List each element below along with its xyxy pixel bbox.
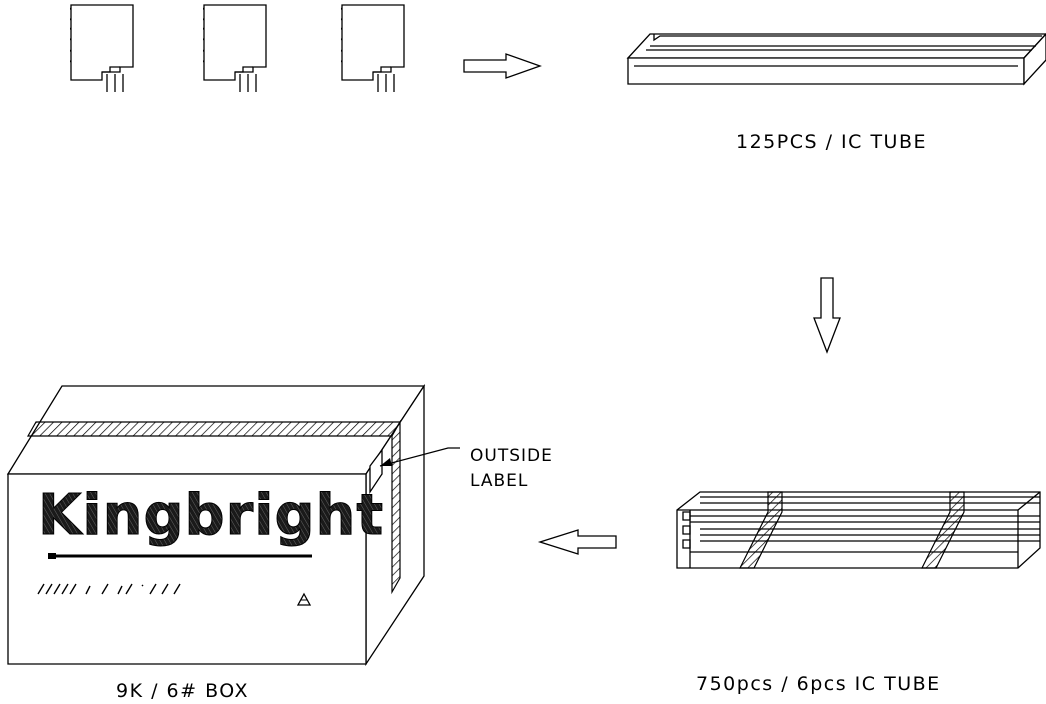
right-arrow-icon [463,53,542,79]
callout-line-2: LABEL [470,471,528,491]
led-component [70,4,134,93]
recycle-icon [296,592,312,606]
outside-label-callout [379,447,460,467]
led-component [341,4,405,93]
shipping-box [6,383,426,667]
ic-tube [626,33,1046,86]
brand-logo: Kingbright [38,483,384,548]
bundle-quantity-label: 750pcs / 6pcs IC TUBE [696,673,941,695]
led-component [203,4,267,93]
box-quantity-label: 9K / 6# BOX [116,680,249,702]
tube-bundle [676,491,1041,569]
left-arrow-icon [537,529,617,555]
down-arrow-icon [813,277,841,354]
tube-quantity-label: 125PCS / IC TUBE [736,131,927,153]
callout-line-1: OUTSIDE [470,446,553,466]
